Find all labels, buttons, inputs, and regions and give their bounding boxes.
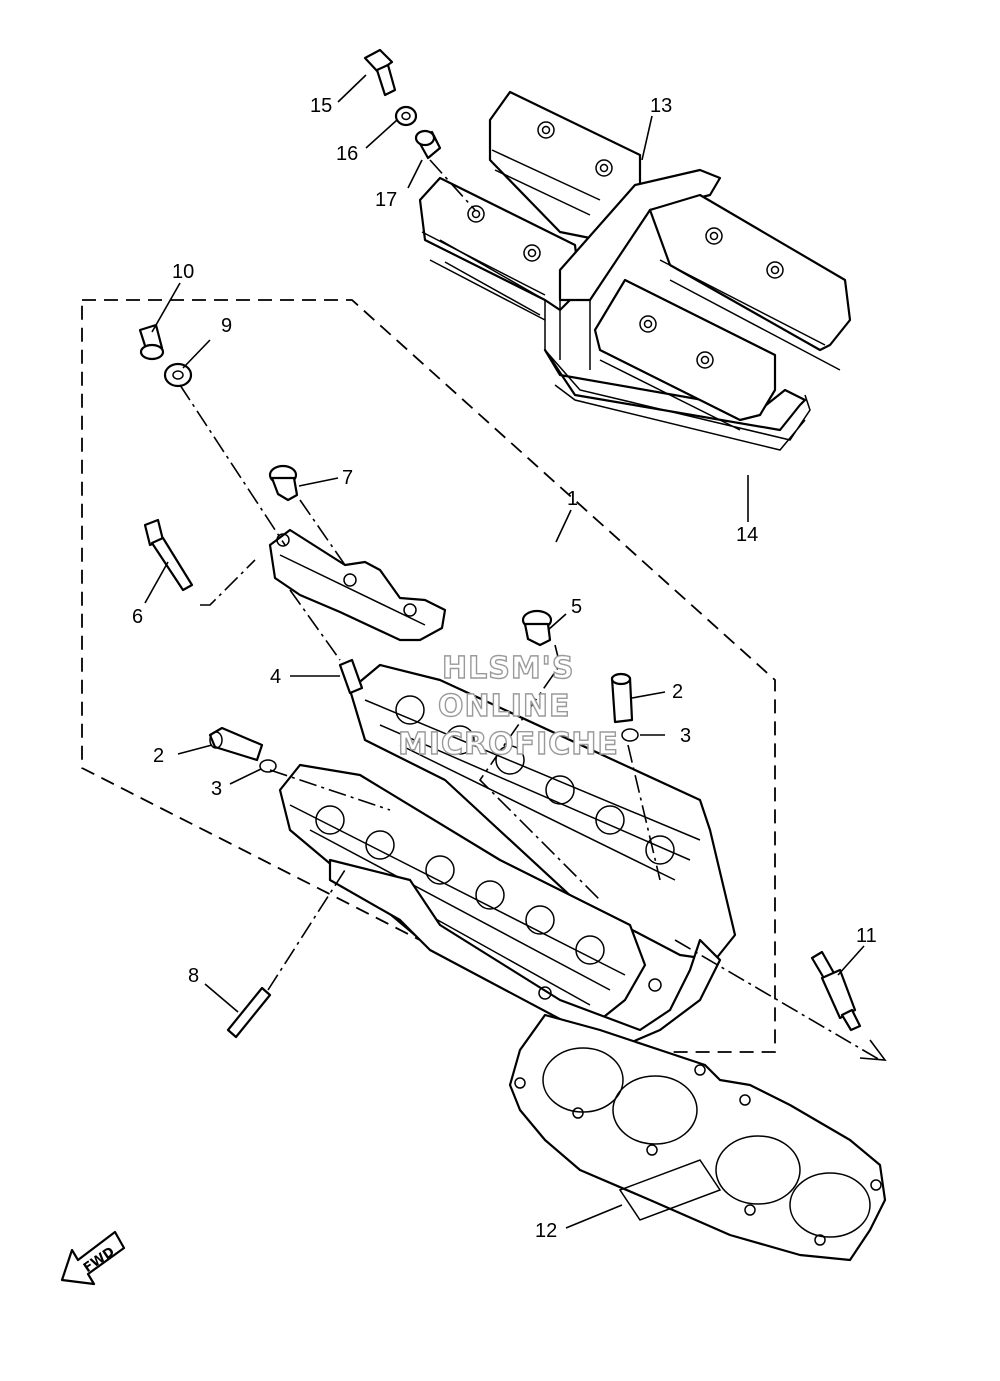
callout-6: 6 <box>132 606 143 628</box>
callout-2-left: 2 <box>153 745 164 767</box>
callout-1: 1 <box>567 488 578 510</box>
sparkplug-arrow <box>859 1039 887 1061</box>
assembly-line-tappet <box>627 744 661 881</box>
plug-7[interactable] <box>268 464 299 502</box>
o-ring-3-right[interactable] <box>621 728 639 742</box>
tappet-2-left[interactable] <box>208 726 264 762</box>
watermark-line3: MICROFICHE <box>398 727 619 762</box>
dowel-4[interactable] <box>338 658 364 695</box>
camshaft-cap[interactable] <box>268 528 447 642</box>
bolt-10[interactable] <box>138 323 165 361</box>
tappet-2-right[interactable] <box>610 672 634 724</box>
callout-11: 11 <box>856 925 877 947</box>
watermark-line2: ONLINE <box>438 689 571 724</box>
cylinder-head-gasket[interactable] <box>508 1013 887 1262</box>
grommet-17[interactable] <box>414 129 442 160</box>
callout-5: 5 <box>571 596 582 618</box>
valve-cover-gasket[interactable] <box>439 239 811 451</box>
callout-12: 12 <box>535 1220 557 1242</box>
assembly-line-stud8 <box>267 869 346 991</box>
assembly-boundary <box>81 299 776 1053</box>
callout-4: 4 <box>270 666 281 688</box>
spark-plug-11[interactable] <box>810 950 862 1032</box>
assembly-line-bolt10 <box>179 384 286 546</box>
callout-13: 13 <box>650 95 672 117</box>
assembly-line-plug5 <box>478 644 601 901</box>
callout-10: 10 <box>172 261 194 283</box>
assembly-line-ring3 <box>269 769 391 811</box>
washer-9[interactable] <box>163 362 193 388</box>
plug-5[interactable] <box>521 609 553 647</box>
assembly-line-plug7 <box>299 499 346 566</box>
callout-2-right: 2 <box>672 681 683 703</box>
forward-arrow-icon: FWD <box>60 1230 126 1286</box>
callout-14: 14 <box>736 524 758 546</box>
callout-9: 9 <box>221 315 232 337</box>
assembly-line-grommet <box>429 159 476 211</box>
callout-15: 15 <box>310 95 332 117</box>
callout-3-left: 3 <box>211 778 222 800</box>
bolt-6[interactable] <box>143 518 194 592</box>
callout-leaders <box>144 74 865 1229</box>
valve-cover[interactable] <box>418 90 852 432</box>
washer-16[interactable] <box>394 105 418 127</box>
assembly-line-bolt6 <box>200 559 256 606</box>
bolt-15[interactable] <box>363 48 397 97</box>
assembly-line-sparkplug <box>674 939 881 1061</box>
callout-3-right: 3 <box>680 725 691 747</box>
stud-8[interactable] <box>226 986 272 1039</box>
watermark-line1: HLSM'S <box>442 651 574 686</box>
callout-16: 16 <box>336 143 358 165</box>
cylinder-head[interactable] <box>278 663 737 1047</box>
assembly-line-dowel4 <box>289 589 341 661</box>
o-ring-3-left[interactable] <box>259 759 277 773</box>
callout-7: 7 <box>342 467 353 489</box>
callout-8: 8 <box>188 965 199 987</box>
callout-17: 17 <box>375 189 397 211</box>
